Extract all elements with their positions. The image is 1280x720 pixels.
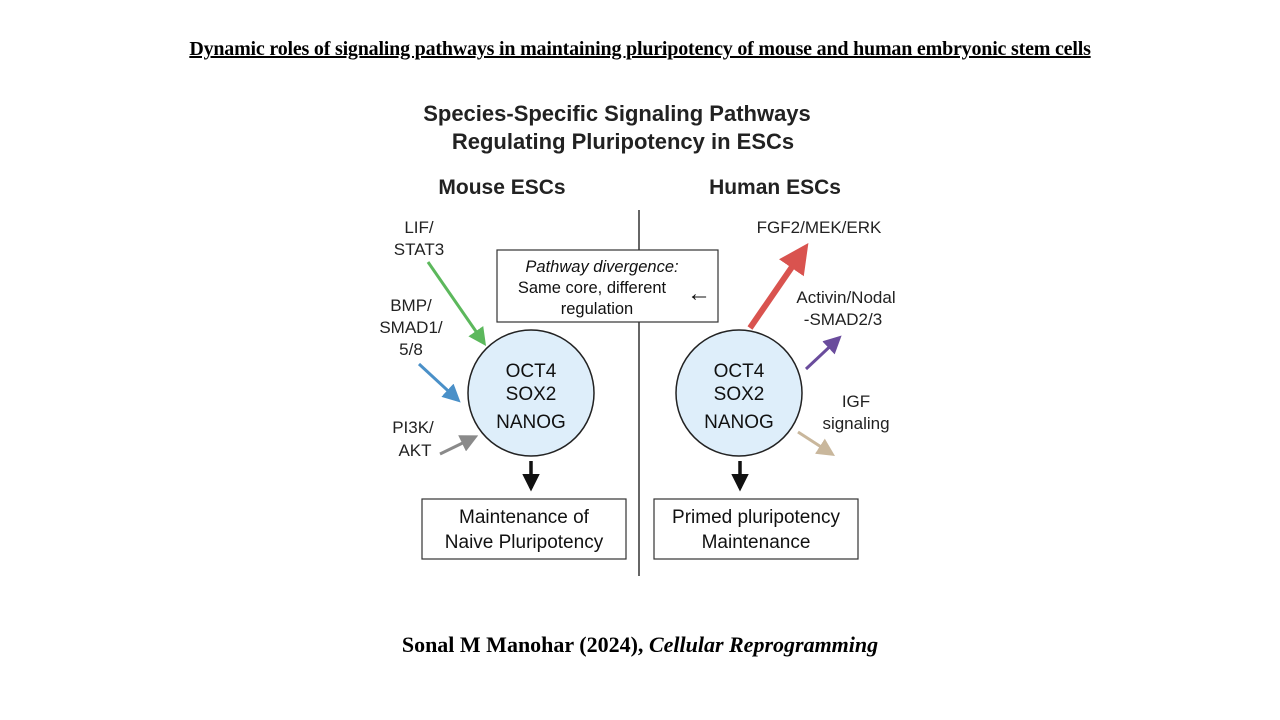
pi3k-akt-arrow — [439, 435, 479, 456]
left-arrow-icon: ← — [687, 280, 711, 307]
mouse-pathway-pi3k-label-2: AKT — [398, 441, 431, 460]
human-core-circle — [675, 329, 803, 457]
citation-journal: Cellular Reprogramming — [648, 632, 879, 657]
mouse-outcome-line2: Naive Pluripotency — [445, 532, 604, 553]
lif-stat3-arrow — [426, 261, 487, 346]
figure-title-line2: Regulating Pluripotency in ESCs — [452, 129, 794, 154]
human-core-oct4: OCT4 — [714, 361, 765, 382]
fgf2-mek-erk-arrow — [747, 243, 809, 330]
mouse-core-sox2: SOX2 — [506, 384, 557, 405]
mouse-pathway-pi3k-label-1: PI3K/ — [392, 418, 434, 437]
human-core-nanog: NANOG — [704, 412, 774, 433]
human-pathway-igf-label-1: IGF — [842, 392, 870, 411]
bmp-smad-arrow — [417, 362, 461, 403]
mouse-core-circle — [467, 329, 595, 457]
human-pathway-activin-label-1: Activin/Nodal — [796, 288, 895, 307]
mouse-pathway-lif-label-2: STAT3 — [394, 240, 444, 259]
mouse-pathway-bmp-label-1: BMP/ — [390, 296, 432, 315]
figure-title-line1: Species-Specific Signaling Pathways — [423, 101, 811, 126]
mouse-heading: Mouse ESCs — [438, 176, 565, 199]
human-outcome-box — [653, 498, 859, 560]
divergence-line3: regulation — [561, 300, 633, 318]
mouse-pathway-bmp-label-2: SMAD1/ — [379, 318, 443, 337]
mouse-pathway-lif-label-1: LIF/ — [404, 218, 434, 237]
human-pathway-fgf2-label: FGF2/MEK/ERK — [757, 218, 882, 237]
human-outcome-line2: Maintenance — [702, 532, 811, 553]
igf-signaling-arrow — [797, 430, 836, 456]
human-heading: Human ESCs — [709, 176, 841, 199]
mouse-core-oct4: OCT4 — [506, 361, 557, 382]
mouse-pathway-bmp-label-3: 5/8 — [399, 340, 423, 359]
human-pathway-activin-label-2: -SMAD2/3 — [804, 310, 882, 329]
activin-nodal-arrow — [804, 335, 842, 371]
mouse-outcome-box — [421, 498, 627, 560]
mouse-outcome-line1: Maintenance of — [459, 507, 590, 528]
mouse-core-nanog: NANOG — [496, 412, 566, 433]
divergence-line2: Same core, different — [518, 279, 667, 297]
human-outcome-line1: Primed pluripotency — [672, 507, 840, 528]
divergence-box — [496, 249, 719, 323]
human-core-sox2: SOX2 — [714, 384, 765, 405]
divergence-line1: Pathway divergence: — [525, 258, 678, 276]
slide-title: Dynamic roles of signaling pathways in m… — [189, 38, 1091, 60]
citation: Sonal M Manohar (2024), Cellular Reprogr… — [0, 632, 1280, 658]
human-pathway-igf-label-2: signaling — [822, 414, 889, 433]
citation-author-year: Sonal M Manohar (2024), — [401, 632, 649, 657]
